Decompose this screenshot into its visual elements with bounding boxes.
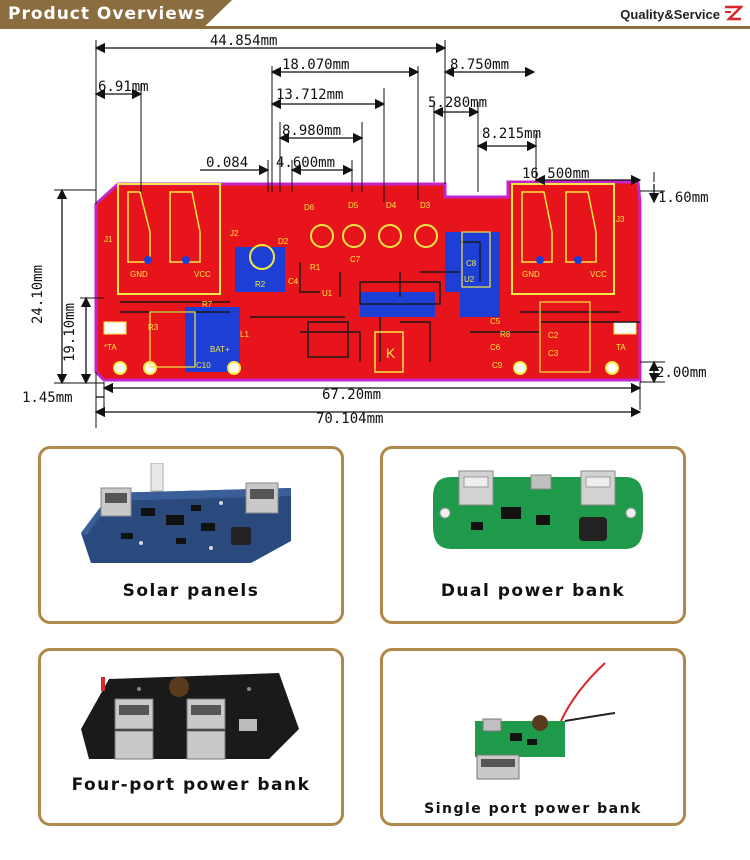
label-r2: R2 xyxy=(255,280,266,289)
dim-8-750: 8.750mm xyxy=(450,57,509,73)
label-gnd-right: GND xyxy=(522,270,540,279)
label-r1: R1 xyxy=(310,263,321,272)
label-d2: D2 xyxy=(278,237,289,246)
label-u2: U2 xyxy=(464,275,475,284)
pcb-dimension-drawing: D6 D5 D4 D3 J1 J2 J3 GND VCC GND VCC R2 … xyxy=(22,33,709,428)
single-port-board-image xyxy=(475,662,615,780)
label-d3: D3 xyxy=(420,201,431,210)
caption-dual-power-bank: Dual power bank xyxy=(440,581,626,601)
four-port-board-image xyxy=(81,673,299,760)
dim-2-00: 2.00mm xyxy=(656,365,707,381)
label-c4: C4 xyxy=(288,277,299,286)
label-u1: U1 xyxy=(322,289,333,298)
dimension-labels: 44.854mm 18.070mm 8.750mm 6.91mm 13.712m… xyxy=(22,33,709,427)
label-j3: J3 xyxy=(616,215,625,224)
label-d6: D6 xyxy=(304,203,315,212)
dim-1-60: 1.60mm xyxy=(658,190,709,206)
caption-four-port-power-bank: Four-port power bank xyxy=(71,775,311,795)
brand-logo-icon xyxy=(725,5,743,21)
page-title: Product Overviews xyxy=(8,4,206,24)
label-c8: C8 xyxy=(466,259,477,268)
label-ta-right: TA xyxy=(616,343,626,352)
quality-service-label: Quality&Service xyxy=(620,7,720,22)
label-ta-left: *TA xyxy=(104,343,117,352)
caption-solar-panels: Solar panels xyxy=(122,581,260,601)
label-bat: BAT+ xyxy=(210,345,230,354)
label-c5: C5 xyxy=(490,317,501,326)
dim-19-10: 19.10mm xyxy=(62,303,78,362)
label-l1: L1 xyxy=(240,330,249,339)
dim-6-91: 6.91mm xyxy=(98,79,149,95)
dimension-lines xyxy=(56,42,660,418)
label-c3: C3 xyxy=(548,349,559,358)
label-r3: R3 xyxy=(148,323,159,332)
label-vcc-right: VCC xyxy=(590,270,607,279)
title-tab: Product Overviews xyxy=(0,0,232,27)
pcb-silkscreen-labels: D6 D5 D4 D3 J1 J2 J3 GND VCC GND VCC R2 … xyxy=(104,201,626,370)
header-rule xyxy=(0,26,750,29)
label-c9: C9 xyxy=(492,361,503,370)
dim-8-980: 8.980mm xyxy=(282,123,341,139)
label-j2: J2 xyxy=(230,229,239,238)
label-c2: C2 xyxy=(548,331,559,340)
caption-single-port-power-bank: Single port power bank xyxy=(424,801,642,817)
label-k: K xyxy=(386,345,396,361)
label-gnd-left: GND xyxy=(130,270,148,279)
dim-0-084: 0.084 xyxy=(206,155,248,171)
product-card-solar-panels[interactable]: Solar panels xyxy=(38,446,344,624)
dim-8-215: 8.215mm xyxy=(482,126,541,142)
dim-18-070: 18.070mm xyxy=(282,57,349,73)
dim-44-854: 44.854mm xyxy=(210,33,277,49)
label-d4: D4 xyxy=(386,201,397,210)
product-card-four-port-power-bank[interactable]: Four-port power bank xyxy=(38,648,344,826)
label-d5: D5 xyxy=(348,201,359,210)
header-bar: Product Overviews Quality&Service xyxy=(0,0,750,30)
label-c7: C7 xyxy=(350,255,361,264)
dim-4-600: 4.600mm xyxy=(276,155,335,171)
product-card-single-port-power-bank[interactable]: Single port power bank xyxy=(380,648,686,826)
label-c10: C10 xyxy=(196,361,211,370)
usb-port-outline-left xyxy=(117,183,221,295)
label-r8: R8 xyxy=(500,330,511,339)
dim-70-104: 70.104mm xyxy=(316,411,383,427)
label-vcc-left: VCC xyxy=(194,270,211,279)
dim-24-10: 24.10mm xyxy=(30,265,46,324)
dim-13-712: 13.712mm xyxy=(276,87,343,103)
solar-board-image xyxy=(81,463,291,563)
label-j1: J1 xyxy=(104,235,113,244)
dual-board-image xyxy=(433,470,643,549)
dim-16-500: 16.500mm xyxy=(522,166,589,182)
label-c6: C6 xyxy=(490,343,501,352)
dim-5-280: 5.280mm xyxy=(428,95,487,111)
label-r7: R7 xyxy=(202,300,213,309)
pcb-board xyxy=(94,180,642,382)
dim-1-45: 1.45mm xyxy=(22,390,73,406)
product-card-dual-power-bank[interactable]: Dual power bank xyxy=(380,446,686,624)
dim-67-20: 67.20mm xyxy=(322,387,381,403)
